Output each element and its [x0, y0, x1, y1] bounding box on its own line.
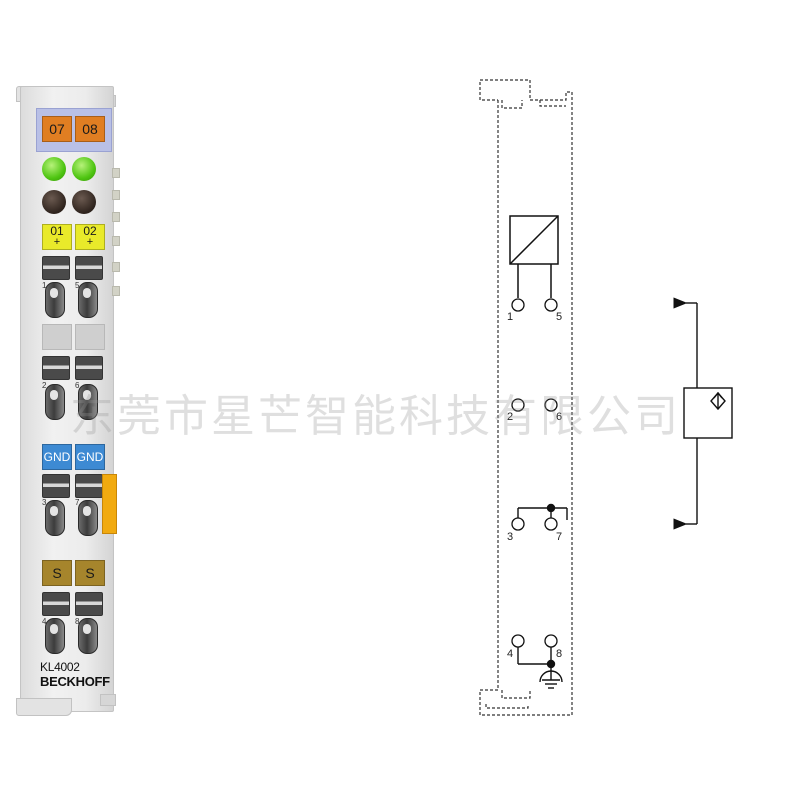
release-slot-1 [42, 256, 70, 280]
blank-label [42, 324, 72, 350]
spring-contact-6 [78, 384, 98, 420]
top-label-07: 07 [42, 116, 72, 142]
gnd-bridge [517, 503, 568, 520]
gnd-label-left: GND [42, 444, 72, 470]
release-slot-7 [75, 474, 103, 498]
release-slot-2 [42, 356, 70, 380]
din-rail-latch-bottom-right [100, 694, 116, 706]
pin-circle-1 [511, 298, 525, 312]
release-slot-8 [75, 592, 103, 616]
pin-number-1: 1 [42, 281, 47, 290]
pin-number-6: 6 [75, 381, 80, 390]
converter-symbol [509, 215, 559, 298]
diagram-pin-5: 5 [556, 311, 562, 323]
spring-contact-3 [45, 500, 65, 536]
ground-symbol [517, 647, 563, 689]
release-slot-6 [75, 356, 103, 380]
pin-circle-5 [544, 298, 558, 312]
spring-contact-1 [45, 282, 65, 318]
pin-number-3: 3 [42, 498, 47, 507]
gnd-label-right: GND [75, 444, 105, 470]
spring-contact-2 [45, 384, 65, 420]
channel-sign: + [53, 236, 61, 248]
error-led-1 [42, 190, 66, 214]
channel-sign: + [86, 236, 94, 248]
pin-circle-2 [511, 398, 525, 412]
side-contact-tab [112, 212, 120, 222]
blank-label [75, 324, 105, 350]
model-number: KL4002 [40, 660, 80, 674]
channel-label-01: 01 + [42, 224, 72, 250]
actuator-symbol [673, 297, 733, 530]
release-slot-3 [42, 474, 70, 498]
din-rail-latch-bottom [16, 698, 72, 716]
release-slot-4 [42, 592, 70, 616]
diagram-pin-6: 6 [556, 411, 562, 423]
run-led-2 [72, 157, 96, 181]
pin-circle-4 [511, 634, 525, 648]
spring-contact-4 [45, 618, 65, 654]
pin-circle-3 [511, 517, 525, 531]
pin-circle-6 [544, 398, 558, 412]
brand-name: BECKHOFF [40, 674, 110, 689]
pin-number-5: 5 [75, 281, 80, 290]
spring-contact-7 [78, 500, 98, 536]
diagram-pin-8: 8 [556, 648, 562, 660]
pin-circle-8 [544, 634, 558, 648]
shield-label-left: S [42, 560, 72, 586]
pin-circles [511, 298, 558, 648]
release-slot-5 [75, 256, 103, 280]
diagram-pin-2: 2 [507, 411, 513, 423]
diagram-pin-3: 3 [507, 531, 513, 543]
channel-label-02: 02 + [75, 224, 105, 250]
side-contact-tab [112, 262, 120, 272]
diagram-pin-4: 4 [507, 648, 513, 660]
terminal-outline [479, 79, 573, 716]
channel-number: 02 [83, 224, 97, 238]
spring-contact-8 [78, 618, 98, 654]
side-contact-tab [112, 236, 120, 246]
shield-label-right: S [75, 560, 105, 586]
pin-number-8: 8 [75, 617, 80, 626]
side-contact-tab [112, 286, 120, 296]
pin-number-7: 7 [75, 498, 80, 507]
error-led-2 [72, 190, 96, 214]
diagram-pin-7: 7 [556, 531, 562, 543]
power-contact-clip [102, 474, 117, 534]
side-contact-tab [112, 190, 120, 200]
run-led-1 [42, 157, 66, 181]
spring-contact-5 [78, 282, 98, 318]
pin-number-2: 2 [42, 381, 47, 390]
diagram-pin-1: 1 [507, 311, 513, 323]
top-label-08: 08 [75, 116, 105, 142]
side-contact-tab [112, 168, 120, 178]
channel-number: 01 [50, 224, 64, 238]
pin-number-4: 4 [42, 617, 47, 626]
pin-circle-7 [544, 517, 558, 531]
